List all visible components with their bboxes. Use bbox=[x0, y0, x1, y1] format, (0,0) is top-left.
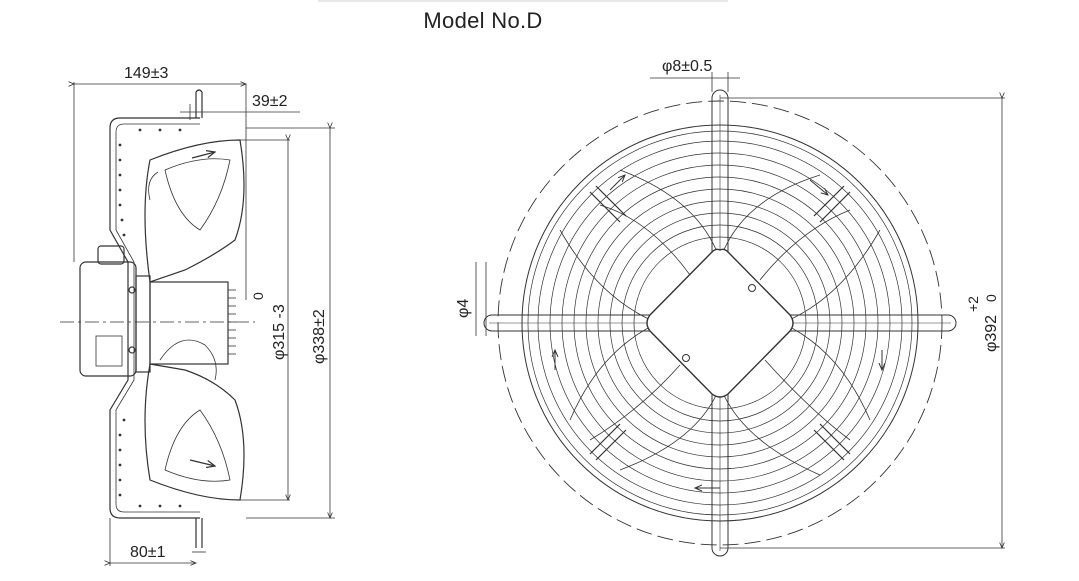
motor-plate bbox=[646, 248, 794, 398]
terminal-box bbox=[97, 245, 125, 265]
dim-rod: φ8±0.5 bbox=[662, 58, 712, 75]
blade-upper bbox=[144, 139, 245, 283]
top-rule bbox=[318, 0, 728, 2]
plate-bolt bbox=[748, 284, 756, 292]
fan-blades bbox=[559, 169, 881, 476]
guard-rod-dots bbox=[118, 128, 182, 508]
bottom-tab bbox=[195, 518, 203, 548]
guard-profile bbox=[109, 117, 200, 519]
rotation-arrow-icon bbox=[609, 175, 625, 191]
dim-guard-dia: φ338±2 bbox=[311, 309, 328, 364]
rotation-arrow-icon bbox=[189, 459, 215, 466]
diagonal-struts bbox=[589, 185, 851, 461]
hub-teeth bbox=[228, 289, 236, 355]
dim-blade-tol: 0 bbox=[250, 292, 266, 300]
dim-bracket: 80±1 bbox=[130, 544, 166, 561]
model-title: Model No.D bbox=[423, 8, 543, 33]
dim-guard: 39±2 bbox=[252, 93, 288, 110]
top-tab bbox=[195, 89, 203, 118]
dim-outer-tol2: 0 bbox=[983, 294, 999, 302]
rotation-arrow-icon bbox=[191, 152, 215, 159]
dim-blade-dia: φ315 -3 bbox=[271, 304, 288, 360]
rotation-arrow-icon bbox=[809, 179, 828, 195]
side-view bbox=[60, 82, 335, 566]
blade-lower bbox=[144, 363, 245, 501]
dim-outer-tol: +2 bbox=[965, 296, 981, 312]
dim-hole: φ4 bbox=[455, 299, 472, 318]
dim-outer-dia: φ392 bbox=[983, 315, 1000, 352]
motor-label bbox=[95, 335, 123, 367]
dim-depth: 149±3 bbox=[124, 65, 168, 82]
front-view bbox=[475, 72, 1005, 557]
hub bbox=[135, 275, 151, 373]
hub-bolt bbox=[128, 286, 136, 294]
